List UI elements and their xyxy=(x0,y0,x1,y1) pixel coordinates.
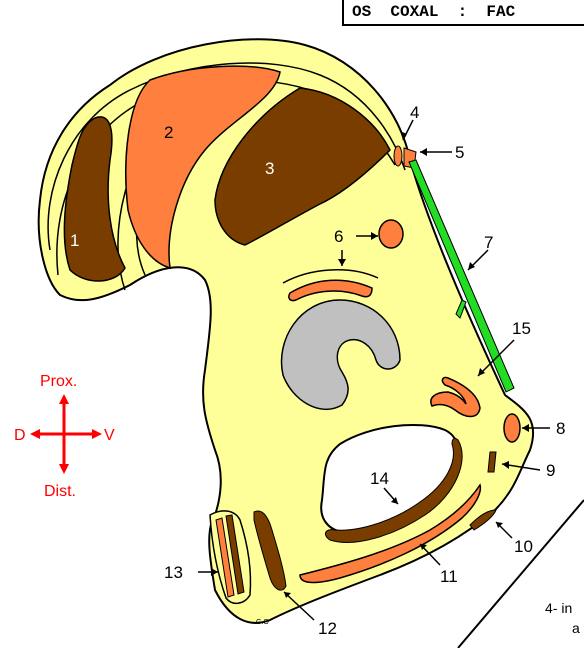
title: OS COXAL : FAC xyxy=(352,3,515,21)
v-label: V xyxy=(104,427,115,444)
legend-line-2: a xyxy=(572,620,580,636)
region-8 xyxy=(504,414,520,442)
label-13: 13 xyxy=(164,563,183,582)
d-label: D xyxy=(14,427,26,444)
label-1: 1 xyxy=(70,231,79,250)
label-3: 3 xyxy=(265,159,274,178)
label-10: 10 xyxy=(514,537,533,556)
label-8: 8 xyxy=(556,419,565,438)
label-11: 11 xyxy=(440,567,458,586)
prox-label: Prox. xyxy=(40,373,77,390)
label-6: 6 xyxy=(334,227,343,246)
title-box: OS COXAL : FAC xyxy=(342,0,584,26)
label-5: 5 xyxy=(455,143,464,162)
label-4: 4 xyxy=(410,103,419,122)
region-6 xyxy=(379,220,403,248)
legend-line-1: 4- in xyxy=(545,600,572,616)
orientation-cross xyxy=(30,394,102,474)
region-9 xyxy=(488,452,496,472)
label-14: 14 xyxy=(370,469,389,488)
label-9: 9 xyxy=(546,461,555,480)
label-15: 15 xyxy=(512,319,531,338)
region-4 xyxy=(394,146,402,166)
label-7: 7 xyxy=(484,233,493,252)
label-12: 12 xyxy=(318,619,337,638)
go-label: G.O xyxy=(256,619,269,626)
dist-label: Dist. xyxy=(44,483,76,500)
label-2: 2 xyxy=(164,123,173,142)
